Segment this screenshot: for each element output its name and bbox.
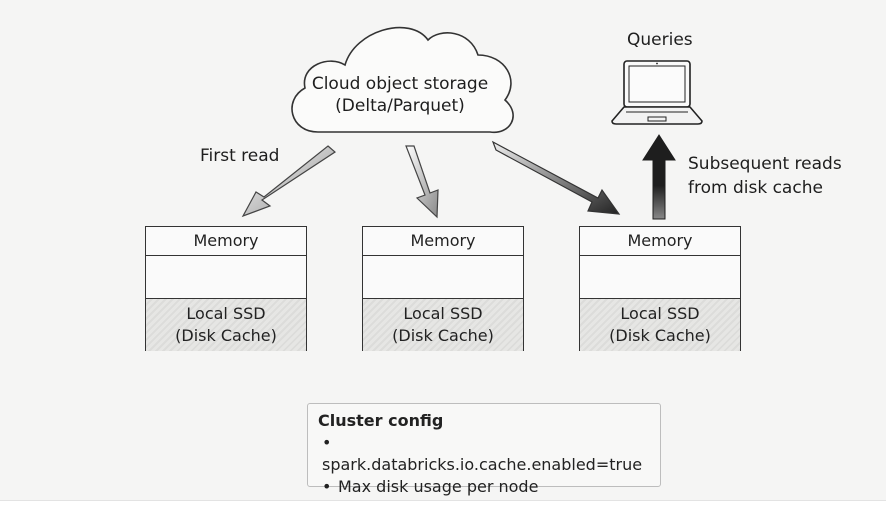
memory-area xyxy=(363,256,523,299)
bottom-strip xyxy=(0,500,886,507)
bullet-icon: • xyxy=(322,433,332,452)
memory-label: Memory xyxy=(580,227,740,256)
cluster-config-title: Cluster config xyxy=(318,411,444,430)
ssd-label: Local SSD xyxy=(403,304,483,323)
memory-label: Memory xyxy=(363,227,523,256)
queries-label: Queries xyxy=(627,30,693,50)
bullet-icon: • xyxy=(322,477,332,496)
arrow-first-read xyxy=(241,145,336,218)
worker-node-1: Memory Local SSD (Disk Cache) xyxy=(145,226,307,351)
local-ssd-disk-cache: Local SSD (Disk Cache) xyxy=(363,299,523,351)
arrow-subsequent-reads xyxy=(642,134,676,220)
config-item-text: spark.databricks.io.cache.enabled=true xyxy=(322,455,643,474)
arrow-node2 xyxy=(405,145,439,219)
config-item-text: Max disk usage per node xyxy=(338,477,539,496)
subsequent-reads-label-line2: from disk cache xyxy=(688,178,823,198)
memory-area xyxy=(580,256,740,299)
ssd-label: Local SSD xyxy=(186,304,266,323)
config-item: • Max disk usage per node xyxy=(318,476,650,498)
worker-node-3: Memory Local SSD (Disk Cache) xyxy=(579,226,741,351)
local-ssd-disk-cache: Local SSD (Disk Cache) xyxy=(580,299,740,351)
ssd-sublabel: (Disk Cache) xyxy=(392,326,494,345)
worker-node-2: Memory Local SSD (Disk Cache) xyxy=(362,226,524,351)
cloud-shape xyxy=(291,26,514,133)
cloud-title: Cloud object storage xyxy=(311,74,489,94)
subsequent-reads-label-line1: Subsequent reads xyxy=(688,154,842,174)
local-ssd-disk-cache: Local SSD (Disk Cache) xyxy=(146,299,306,351)
cloud-subtitle: (Delta/Parquet) xyxy=(335,96,465,116)
first-read-label: First read xyxy=(200,146,280,166)
arrow-node3 xyxy=(491,140,621,215)
cluster-config-box: Cluster config • spark.databricks.io.cach… xyxy=(307,403,661,496)
config-item: • spark.databricks.io.cache.enabled=true xyxy=(318,432,650,476)
memory-area xyxy=(146,256,306,299)
ssd-label: Local SSD xyxy=(620,304,700,323)
ssd-sublabel: (Disk Cache) xyxy=(175,326,277,345)
laptop-icon xyxy=(611,60,703,125)
ssd-sublabel: (Disk Cache) xyxy=(609,326,711,345)
memory-label: Memory xyxy=(146,227,306,256)
